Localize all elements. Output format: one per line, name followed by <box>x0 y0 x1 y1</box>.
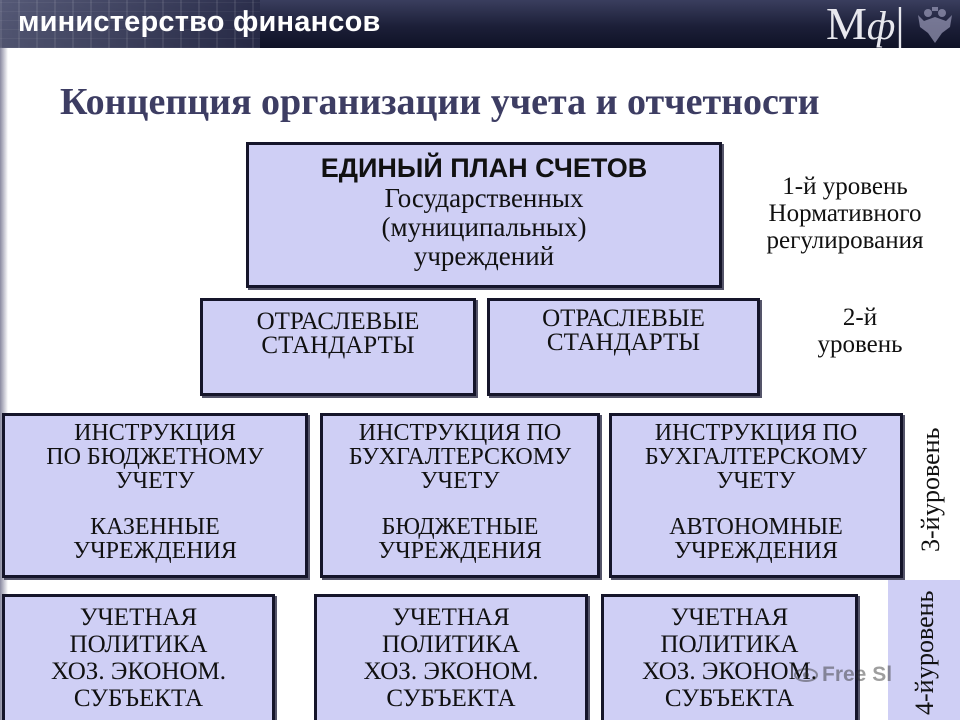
level-4-label-panel <box>888 580 960 720</box>
box-subline: БЮДЖЕТНЫЕ <box>381 514 539 540</box>
eye-icon <box>794 668 818 682</box>
box-subline: УЧРЕЖДЕНИЯ <box>674 538 838 564</box>
watermark: Free Sl <box>794 660 924 690</box>
accounting-policy-box: УЧЕТНАЯ ПОЛИТИКА ХОЗ. ЭКОНОМ. СУБЪЕКТА <box>601 594 858 720</box>
level-2-label: 2-й уровень <box>790 304 930 358</box>
logo-bar: | <box>895 0 905 48</box>
box-line: ЕДИНЫЙ ПЛАН СЧЕТОВ <box>320 153 648 183</box>
left-edge-decoration <box>0 48 8 720</box>
box-line: ХОЗ. ЭКОНОМ. <box>363 658 539 685</box>
industry-standards-box: ОТРАСЛЕВЫЕ СТАНДАРТЫ <box>487 298 760 396</box>
box-line: УЧЕТНАЯ <box>392 604 510 631</box>
industry-standards-box: ОТРАСЛЕВЫЕ СТАНДАРТЫ <box>200 298 476 396</box>
box-line: УЧЕТНАЯ <box>670 604 789 631</box>
box-line: БУХГАЛТЕРСКОМУ <box>348 444 572 470</box>
level-3-label: 3-й уровень <box>904 427 958 552</box>
label-line: Нормативного <box>768 200 922 227</box>
box-line: ОТРАСЛЕВЫЕ <box>542 305 705 332</box>
box-line: СУБЪЕКТА <box>73 685 204 712</box>
label-line: регулирования <box>766 227 924 254</box>
slide-title: Концепция организации учета и отчетности <box>60 81 820 123</box>
label-line: 3-й <box>916 516 945 552</box>
label-line: уровень <box>916 427 945 517</box>
box-line: ИНСТРУКЦИЯ ПО <box>358 420 562 446</box>
accounting-policy-box: УЧЕТНАЯ ПОЛИТИКА ХОЗ. ЭКОНОМ. СУБЪЕКТА <box>314 594 588 720</box>
box-line: ХОЗ. ЭКОНОМ. <box>50 658 227 685</box>
box-line: СТАНДАРТЫ <box>261 332 415 359</box>
ministry-logo: Мф| <box>826 0 905 48</box>
label-line: 2-й <box>842 304 878 331</box>
box-line: УЧЕТУ <box>115 468 195 494</box>
box-line: ХОЗ. ЭКОНОМ. <box>641 658 818 685</box>
box-line: ПОЛИТИКА <box>69 631 208 658</box>
accounting-policy-box: УЧЕТНАЯ ПОЛИТИКА ХОЗ. ЭКОНОМ. СУБЪЕКТА <box>2 594 275 720</box>
box-line: ПОЛИТИКА <box>382 631 520 658</box>
box-line: ИНСТРУКЦИЯ <box>74 420 236 446</box>
box-line: Государственных <box>384 183 584 213</box>
box-subline: АВТОНОМНЫЕ <box>669 514 843 540</box>
box-line: УЧЕТУ <box>716 468 796 494</box>
box-line: учреждений <box>413 241 555 271</box>
box-line: СУБЪЕКТА <box>386 685 516 712</box>
box-line: ОТРАСЛЕВЫЕ <box>256 308 420 335</box>
box-line: ПОЛИТИКА <box>660 631 799 658</box>
watermark-text: Free Sl <box>822 663 893 686</box>
header-bar: министерство финансов Мф| <box>0 0 960 48</box>
unified-chart-of-accounts-box: ЕДИНЫЙ ПЛАН СЧЕТОВ Государственных (муни… <box>246 142 722 288</box>
box-line: СУБЪЕКТА <box>664 685 795 712</box>
double-headed-eagle-icon <box>918 7 952 43</box>
box-subline: КАЗЕННЫЕ <box>90 514 220 540</box>
level-1-label: 1-й уровень Нормативного регулирования <box>742 173 948 254</box>
logo-letter-phi: ф <box>866 3 896 48</box>
box-subline: УЧРЕЖДЕНИЯ <box>378 538 542 564</box>
level-4-label: 4-й уровень <box>896 590 954 716</box>
box-line: ИНСТРУКЦИЯ ПО <box>654 420 858 446</box>
box-line: УЧЕТУ <box>420 468 500 494</box>
box-line: (муниципальных) <box>381 212 587 242</box>
box-line: БУХГАЛТЕРСКОМУ <box>644 444 868 470</box>
header-pattern <box>0 0 260 48</box>
accounting-instruction-budget-institutions-box: ИНСТРУКЦИЯ ПО БУХГАЛТЕРСКОМУ УЧЕТУ БЮДЖЕ… <box>320 413 600 578</box>
box-line: ПО БЮДЖЕТНОМУ <box>46 444 264 470</box>
label-line: уровень <box>817 331 903 358</box>
box-subline: УЧРЕЖДЕНИЯ <box>73 538 237 564</box>
box-line: СТАНДАРТЫ <box>546 329 701 356</box>
accounting-instruction-autonomous-institutions-box: ИНСТРУКЦИЯ ПО БУХГАЛТЕРСКОМУ УЧЕТУ АВТОН… <box>609 413 903 578</box>
ministry-title: министерство финансов <box>18 6 381 38</box>
label-line: 1-й уровень <box>782 173 908 200</box>
box-line: УЧЕТНАЯ <box>79 604 198 631</box>
logo-letter-m: М <box>826 0 867 48</box>
budget-accounting-instruction-box: ИНСТРУКЦИЯ ПО БЮДЖЕТНОМУ УЧЕТУ КАЗЕННЫЕ … <box>2 413 308 578</box>
